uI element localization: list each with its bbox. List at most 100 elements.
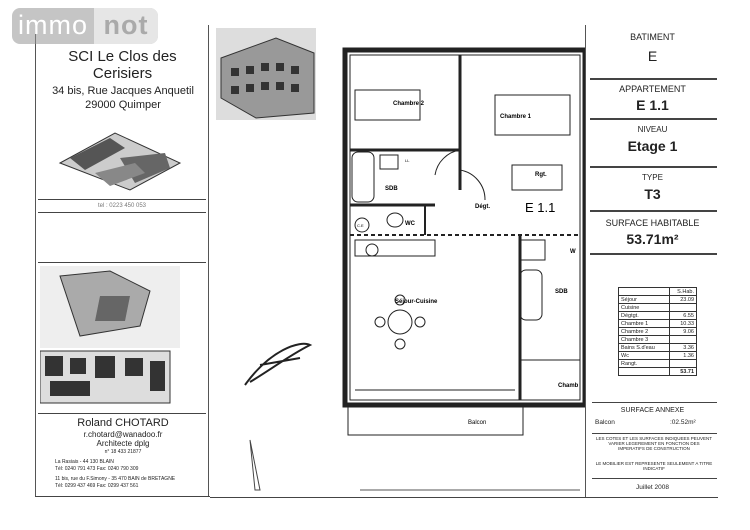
company-name: SCI Le Clos des Cerisiers [68, 48, 177, 82]
room-label-wc: WC [405, 221, 416, 227]
balcon-value: :02.52m² [670, 419, 696, 426]
room-label-sdb: SDB [385, 186, 398, 192]
room-name: Bains S.d'eau [618, 343, 670, 352]
room-area: 23.09 [669, 295, 697, 304]
table-row: Dégtgt.6.55 [618, 311, 697, 320]
office1-address: La Rasiais - 44 130 BLAIN [55, 459, 114, 465]
divider [38, 199, 206, 200]
annexe-label: SURFACE ANNEXE [620, 407, 685, 414]
note-furniture: LE MOBILIER EST REPRESENTE SEULEMENT A T… [595, 461, 713, 471]
table-total: 53.71 [669, 367, 697, 376]
architect-title: Architecte dplg [96, 439, 150, 448]
floor-plan: Chambre 2 Chambre 1 Rgt. SDB WC C.E LL D… [244, 47, 585, 491]
room-label-chambre1: Chambre 1 [500, 114, 532, 120]
room-label-rgt: Rgt. [535, 172, 547, 178]
watermark-part2: not [94, 8, 158, 44]
table-row: Cuisine [618, 303, 697, 312]
room-area [669, 303, 697, 312]
divider [592, 478, 717, 479]
left-border [35, 25, 36, 497]
room-name: Chambre 2 [618, 327, 670, 336]
immonot-watermark: immo not [12, 8, 158, 44]
room-label-sdb-right: SDB [555, 289, 568, 295]
watermark-part1: immo [18, 10, 88, 40]
room-area: 6.55 [669, 311, 697, 320]
batiment-value: E [647, 48, 658, 64]
type-label: TYPE [642, 173, 663, 182]
room-area: 1.36 [669, 351, 697, 360]
room-label-sejour: Séjour-Cuisine [395, 299, 438, 305]
apartment-tag: E 1.1 [525, 200, 555, 215]
room-name: Chambre 1 [618, 319, 670, 328]
label-ce: C.E [357, 223, 364, 228]
room-area: 10.33 [669, 319, 697, 328]
site-plan-image [40, 266, 180, 404]
niveau-value: Etage 1 [627, 138, 678, 154]
divider [590, 166, 717, 168]
office1-phone: Tél: 0240 791 473 Fax: 0240 790 309 [55, 466, 139, 472]
table-header: S.Hab. [669, 287, 697, 296]
balcon-label: Balcon [595, 419, 615, 426]
divider [38, 413, 206, 414]
room-name: Wc [618, 351, 670, 360]
divider [592, 402, 717, 403]
type-value: T3 [644, 186, 661, 202]
architect-name: Roland CHOTARD [77, 417, 169, 429]
architect-email: r.chotard@wanadoo.fr [83, 430, 163, 439]
architect-number: n° 18 433 21877 [104, 449, 142, 455]
divider [590, 118, 717, 120]
office2-address: 11 bis, rue du F.Simony - 35 470 BAIN de… [55, 476, 176, 482]
surface-label: SURFACE HABITABLE [605, 218, 700, 228]
divider [38, 262, 206, 263]
table-row: Rangt. [618, 359, 697, 368]
note-dimensions: LES COTES ET LES SURFACES INDIQUEES PEUV… [596, 436, 712, 451]
niveau-label: NIVEAU [637, 125, 668, 134]
north-arrow-icon [249, 439, 261, 491]
room-name: Dégtgt. [618, 311, 670, 320]
room-name: Séjour [618, 295, 670, 304]
right-panel-divider [585, 25, 586, 497]
bottom-border [210, 497, 718, 498]
room-area [669, 335, 697, 344]
address-line1: 34 bis, Rue Jacques Anquetil [52, 85, 194, 97]
divider [590, 78, 717, 80]
room-label-wc-right: W [570, 249, 576, 255]
left-panel-divider [208, 25, 209, 497]
room-label-chambre-right: Chamb [558, 383, 579, 389]
appartement-label: APPARTEMENT [619, 84, 686, 94]
surface-value: 53.71m² [626, 231, 679, 247]
label-ll: LL [405, 158, 410, 163]
tel: tel : 0223 450 053 [97, 203, 147, 209]
room-label-chambre2: Chambre 2 [393, 101, 425, 107]
building-perspective-image [216, 28, 316, 120]
address-line2: 29000 Quimper [85, 99, 161, 111]
room-name: Rangt. [618, 359, 670, 368]
room-label-balcon: Balcon [468, 420, 486, 426]
building-aerial-image [58, 132, 182, 191]
divider [35, 496, 210, 497]
room-name: Chambre 3 [618, 335, 670, 344]
room-area: 3.36 [669, 343, 697, 352]
office2-phone: Tél: 0299 437 469 Fax: 0299 437 561 [55, 483, 139, 489]
divider [590, 253, 717, 255]
divider [590, 210, 717, 212]
batiment-label: BATIMENT [630, 32, 675, 42]
divider [38, 212, 206, 213]
divider [592, 433, 717, 434]
plan-date: Juillet 2008 [636, 484, 669, 491]
room-name: Cuisine [618, 303, 670, 312]
table-header-row: S.Hab. [618, 287, 697, 296]
room-area: 9.06 [669, 327, 697, 336]
table-row: Chambre 3 [618, 335, 697, 344]
appartement-value: E 1.1 [636, 97, 669, 113]
table-total-row: 53.71 [618, 367, 697, 376]
signature [244, 342, 313, 386]
room-label-degt: Dégt. [475, 204, 490, 210]
room-area [669, 359, 697, 368]
